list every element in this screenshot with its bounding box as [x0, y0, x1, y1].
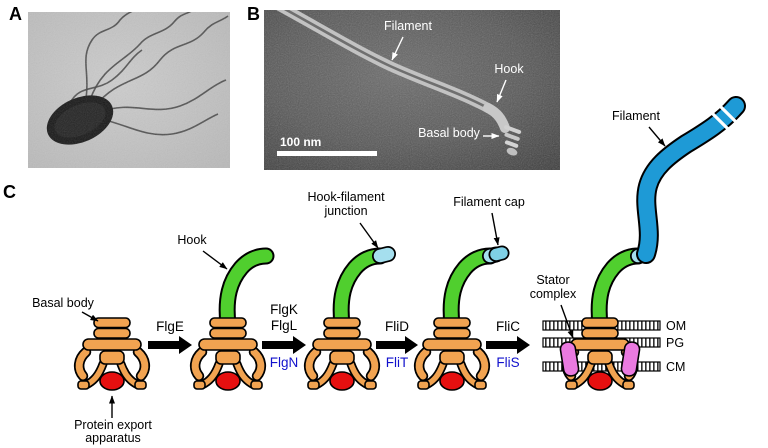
em-hook-label: Hook: [494, 62, 524, 76]
filament-break-mark: [719, 105, 737, 123]
panel-b-annotations: Filament Hook Basal body 100 nm: [277, 19, 524, 156]
basal-body: [418, 318, 486, 390]
assembly-stage-4: [418, 245, 510, 390]
stator-arrow: [560, 304, 574, 339]
panel-c: C OM PG CM: [3, 96, 746, 445]
assembly-stage-5: [559, 96, 746, 390]
filament-tube: [638, 98, 744, 262]
em-basal-ring: [504, 140, 519, 148]
basal-body: [78, 318, 146, 390]
stator-complex-left: [559, 341, 580, 377]
em-filament-label: Filament: [384, 19, 432, 33]
filament-label: Filament: [612, 109, 660, 123]
em-basal-ring: [504, 125, 522, 134]
panel-a-label: A: [9, 4, 22, 24]
em-hook-arrow: [496, 79, 507, 103]
basal-body-label: Basal body: [32, 296, 95, 310]
basal-body: [308, 318, 376, 390]
chaperone-label-flit: FliT: [386, 355, 409, 370]
panel-b: B Filament Hook Basal body: [247, 4, 560, 170]
stator-label-line2: complex: [530, 287, 577, 301]
em-filament-core: [283, 10, 489, 110]
filament-cap-dome: [490, 247, 508, 261]
em-basal-ring: [504, 132, 520, 141]
em-hook-bend: [483, 103, 510, 133]
micrograph-a-noise: [28, 12, 230, 168]
protein-label-flgk: FlgK: [270, 302, 298, 317]
filament-arrow: [648, 126, 666, 147]
micrograph-a: [28, 12, 230, 168]
em-flagellum-structure: [276, 10, 522, 156]
om-label: OM: [666, 319, 686, 333]
assembly-stage-3: [308, 246, 396, 390]
em-basal-body-rings: [504, 125, 522, 156]
assembly-stage-2: [194, 247, 275, 390]
junction-label-line1: Hook-filament: [307, 190, 385, 204]
protein-export-label-line2: apparatus: [85, 431, 141, 445]
assembly-arrow-4: [486, 336, 530, 354]
junction-arrow: [359, 222, 379, 249]
protein-export-label-line1: Protein export: [74, 418, 152, 432]
em-basal-body-label: Basal body: [418, 126, 481, 140]
stator-label-line1: Stator: [536, 273, 569, 287]
protein-label-flic: FliC: [496, 319, 520, 334]
basal-body: [194, 318, 262, 390]
panel-c-label: C: [3, 182, 16, 202]
scale-bar: [277, 151, 377, 156]
stator-complex-right: [620, 341, 641, 377]
protein-label-flgl: FlgL: [271, 318, 298, 333]
assembly-steps: FlgE FlgK FlgL FlgN FliD FliT FliC FliS: [148, 302, 530, 370]
hook-tube: [220, 249, 273, 331]
chaperone-label-flgn: FlgN: [270, 355, 299, 370]
hook-arrow: [202, 250, 228, 270]
filament-cap-arrow: [491, 212, 500, 246]
filament-cap-label: Filament cap: [453, 195, 525, 209]
panel-c-annotations: Basal body Protein export apparatus Hook…: [32, 109, 666, 445]
micrograph-b: Filament Hook Basal body 100 nm: [264, 10, 560, 170]
assembly-stage-1: [78, 318, 146, 390]
basal-body-arrow: [81, 311, 99, 322]
hook-label: Hook: [177, 233, 207, 247]
filament-break-mark: [711, 112, 729, 130]
assembly-arrow-1: [148, 336, 192, 354]
pg-label: PG: [666, 336, 684, 350]
scale-bar-label: 100 nm: [280, 135, 321, 149]
chaperone-label-flis: FliS: [496, 355, 519, 370]
protein-label-flid: FliD: [385, 319, 409, 334]
em-basal-knob: [506, 147, 518, 156]
cm-label: CM: [666, 360, 685, 374]
protein-label-flge: FlgE: [156, 319, 184, 334]
assembly-arrow-3: [376, 336, 418, 354]
junction-label-line2: junction: [323, 204, 367, 218]
panel-b-label: B: [247, 4, 260, 24]
assembly-arrow-2: [262, 336, 306, 354]
panel-a: A: [9, 4, 230, 168]
em-filament-arrow: [391, 36, 404, 61]
hook-filament-junction-band: [373, 247, 395, 263]
